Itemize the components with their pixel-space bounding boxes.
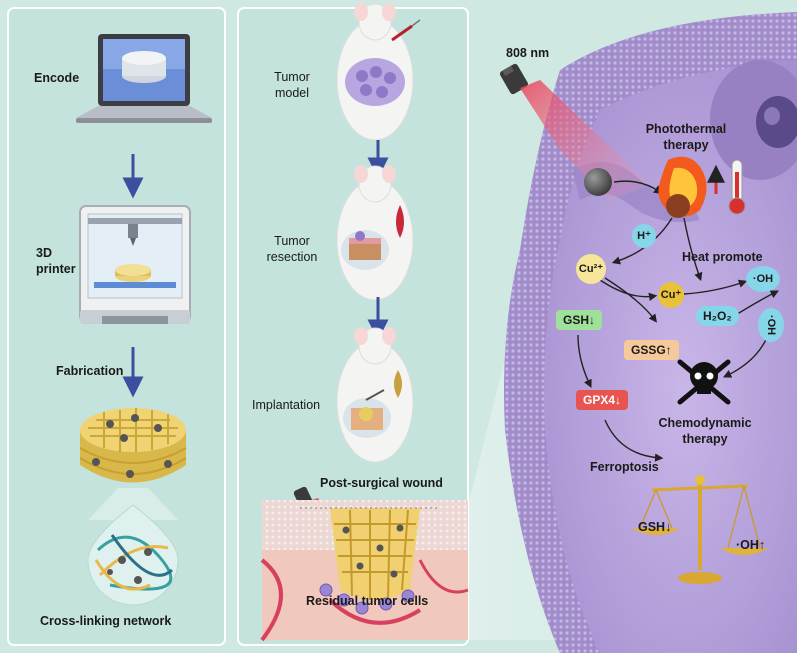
h-plus-chip: H⁺ <box>632 224 656 248</box>
photothermal-label-2: therapy <box>663 138 709 152</box>
tumor-resection-label-1: Tumor <box>274 234 310 248</box>
fabrication-panel <box>7 7 226 646</box>
gssg-up-chip: GSSG↑ <box>624 340 679 360</box>
post-surgical-wound-label: Post-surgical wound <box>320 476 443 490</box>
ferroptosis-label: Ferroptosis <box>590 460 659 474</box>
skull-crossbones-icon <box>677 359 731 405</box>
chemodynamic-label-1: Chemodynamic <box>658 416 752 430</box>
printer-label-1: 3D <box>36 246 52 260</box>
heat-promote-label: Heat promote <box>682 250 763 264</box>
photothermal-label-1: Photothermal <box>645 122 727 136</box>
network-label: Cross-linking network <box>40 614 172 628</box>
gsh-down-chip: GSH↓ <box>556 310 603 330</box>
network-icon <box>87 504 179 606</box>
printer-icon <box>79 205 191 324</box>
printer-label-2: printer <box>36 262 76 276</box>
cu1-chip: Cu⁺ <box>658 282 684 308</box>
tumor-model-label-2: model <box>274 86 310 100</box>
h2o2-chip: H₂O₂ <box>696 306 739 326</box>
scaffold-icon <box>79 408 187 483</box>
chemodynamic-label-2: therapy <box>682 432 728 446</box>
mouse-tumor-resection-icon <box>336 165 414 301</box>
thermometer-icon <box>728 159 746 215</box>
gpx4-down-chip: GPX4↓ <box>576 390 629 410</box>
nanoparticle-icon <box>584 168 612 196</box>
balance-scale-icon <box>632 475 768 584</box>
balance-gsh-label: GSH↓ <box>638 520 672 534</box>
surgery-panel <box>237 7 469 646</box>
flame-icon <box>658 156 707 218</box>
tumor-resection-label-2: resection <box>266 250 318 264</box>
balance-oh-label: ·OH↑ <box>736 538 766 552</box>
mouse-tumor-model-icon <box>336 3 421 141</box>
mouse-implantation-icon <box>336 327 414 463</box>
laser-808-icon <box>499 63 529 95</box>
laser-wavelength-label: 808 nm <box>506 46 550 60</box>
encode-label: Encode <box>34 71 80 85</box>
tumor-model-label-1: Tumor <box>274 70 310 84</box>
laptop-icon <box>76 34 212 123</box>
residual-tumor-cells-label: Residual tumor cells <box>306 594 429 608</box>
fabrication-label: Fabrication <box>56 364 124 378</box>
tissue-block-icon <box>260 500 469 642</box>
oh-radical-chip-2: ·OH <box>758 308 784 342</box>
cu2-chip: Cu²⁺ <box>576 254 606 284</box>
oh-radical-chip-1: ·OH <box>746 266 780 292</box>
implantation-label: Implantation <box>252 398 321 412</box>
